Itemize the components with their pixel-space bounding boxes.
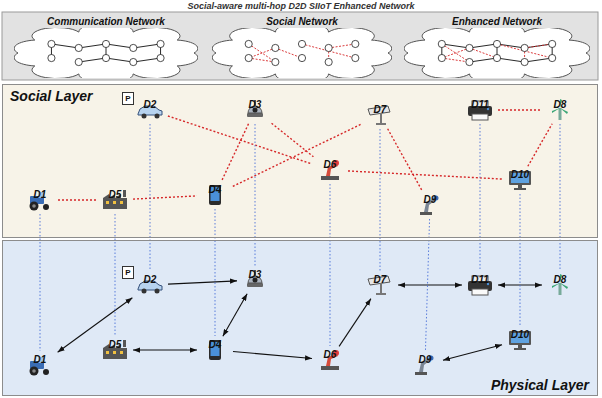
social-link: [168, 116, 312, 164]
cloud-graph: [212, 28, 392, 78]
layer-heading: Physical Layer: [491, 377, 589, 393]
device-node: D3: [239, 268, 271, 292]
device-label: D9: [424, 194, 437, 205]
d2d-link: [339, 299, 371, 347]
d2d-link: [223, 294, 247, 337]
layer-mapping-line: [40, 214, 41, 351]
social-link: [272, 123, 314, 157]
device-label: D4: [209, 184, 222, 195]
device-label: D5: [109, 339, 122, 350]
layer-mapping-line: [330, 184, 331, 346]
social-link: [133, 196, 197, 199]
d2d-link: [168, 281, 237, 284]
d2d-link: [133, 349, 197, 350]
device-node: D8: [544, 273, 576, 297]
device-label: D10: [511, 169, 529, 180]
device-node: D5: [99, 338, 131, 362]
network-heading: Social Network: [212, 15, 392, 27]
social-link: [528, 124, 552, 167]
social-link: [233, 124, 362, 187]
cloud-graph: [404, 28, 590, 78]
layer-mapping-line: [255, 124, 256, 266]
device-node: D2: [134, 273, 166, 297]
physical-layer-ground: [2, 240, 598, 396]
d2d-link: [443, 345, 502, 361]
device-label: D2: [144, 274, 157, 285]
device-node: D2: [134, 98, 166, 122]
network-heading: Enhanced Network: [404, 15, 590, 27]
device-label: D1: [34, 354, 47, 365]
device-label: D3: [249, 269, 262, 280]
social-link: [388, 129, 423, 192]
network-heading: Communication Network: [14, 15, 198, 27]
device-label: D11: [471, 274, 489, 285]
layer-mapping-line: [215, 209, 216, 336]
social-link: [348, 171, 502, 179]
device-label: D8: [554, 274, 567, 285]
parking-sign: P: [122, 266, 134, 279]
social-link: [498, 109, 542, 110]
device-node: D9: [409, 353, 441, 377]
device-node: D3: [239, 98, 271, 122]
device-label: D5: [109, 189, 122, 200]
network-cloud: Social Network: [212, 15, 392, 78]
d2d-link: [233, 352, 312, 359]
layer-panel: Social LayerD1 D2 D3D4 D5 D6 D7 D8D9 D10 D11: [2, 84, 598, 238]
d2d-link: [58, 298, 133, 352]
layer-mapping-line: [480, 124, 481, 271]
device-label: D2: [144, 99, 157, 110]
layer-mapping-line: [520, 194, 521, 326]
d2d-link: [398, 284, 462, 285]
network-cloud: Communication Network: [14, 15, 198, 78]
layer-mapping-line: [560, 124, 561, 271]
device-label: D7: [374, 104, 387, 115]
device-node: D11: [464, 98, 496, 122]
social-layer-ground: [2, 84, 598, 238]
device-node: D6: [314, 348, 346, 372]
device-node: D4: [199, 338, 231, 362]
device-label: D11: [471, 99, 489, 110]
cloud-graph: [14, 28, 198, 78]
device-node: D5: [99, 188, 131, 212]
layer-mapping-line: [150, 124, 151, 271]
device-label: D4: [209, 339, 222, 350]
device-node: D7: [364, 273, 396, 297]
social-link: [58, 199, 97, 200]
device-node: D1: [24, 353, 56, 377]
device-node: D6: [314, 158, 346, 182]
social-link: [221, 124, 248, 181]
layer-panel: Physical Layer D1 D2 D3D4 D5D6 D7 D8D9 D10 D11: [2, 240, 598, 396]
device-label: D9: [419, 354, 432, 365]
device-node: D4: [199, 183, 231, 207]
network-cloud: Enhanced Network: [404, 15, 590, 78]
device-node: D11: [464, 273, 496, 297]
device-node: D10: [504, 168, 536, 192]
device-label: D10: [511, 329, 529, 340]
device-node: D7: [364, 103, 396, 127]
layer-mapping-line: [425, 219, 429, 351]
device-label: D8: [554, 99, 567, 110]
parking-sign: P: [122, 92, 134, 105]
device-node: D1: [24, 188, 56, 212]
device-node: D10: [504, 328, 536, 352]
device-node: D9: [414, 193, 446, 217]
device-label: D1: [34, 189, 47, 200]
device-label: D7: [374, 274, 387, 285]
device-label: D6: [324, 159, 337, 170]
device-label: D6: [324, 349, 337, 360]
device-node: D8: [544, 98, 576, 122]
layer-mapping-line: [115, 214, 116, 336]
layer-heading: Social Layer: [10, 88, 93, 104]
device-label: D3: [249, 99, 262, 110]
diagram-title: Social-aware multi-hop D2D SIIoT Enhance…: [0, 1, 602, 11]
layer-mapping-line: [380, 129, 381, 271]
